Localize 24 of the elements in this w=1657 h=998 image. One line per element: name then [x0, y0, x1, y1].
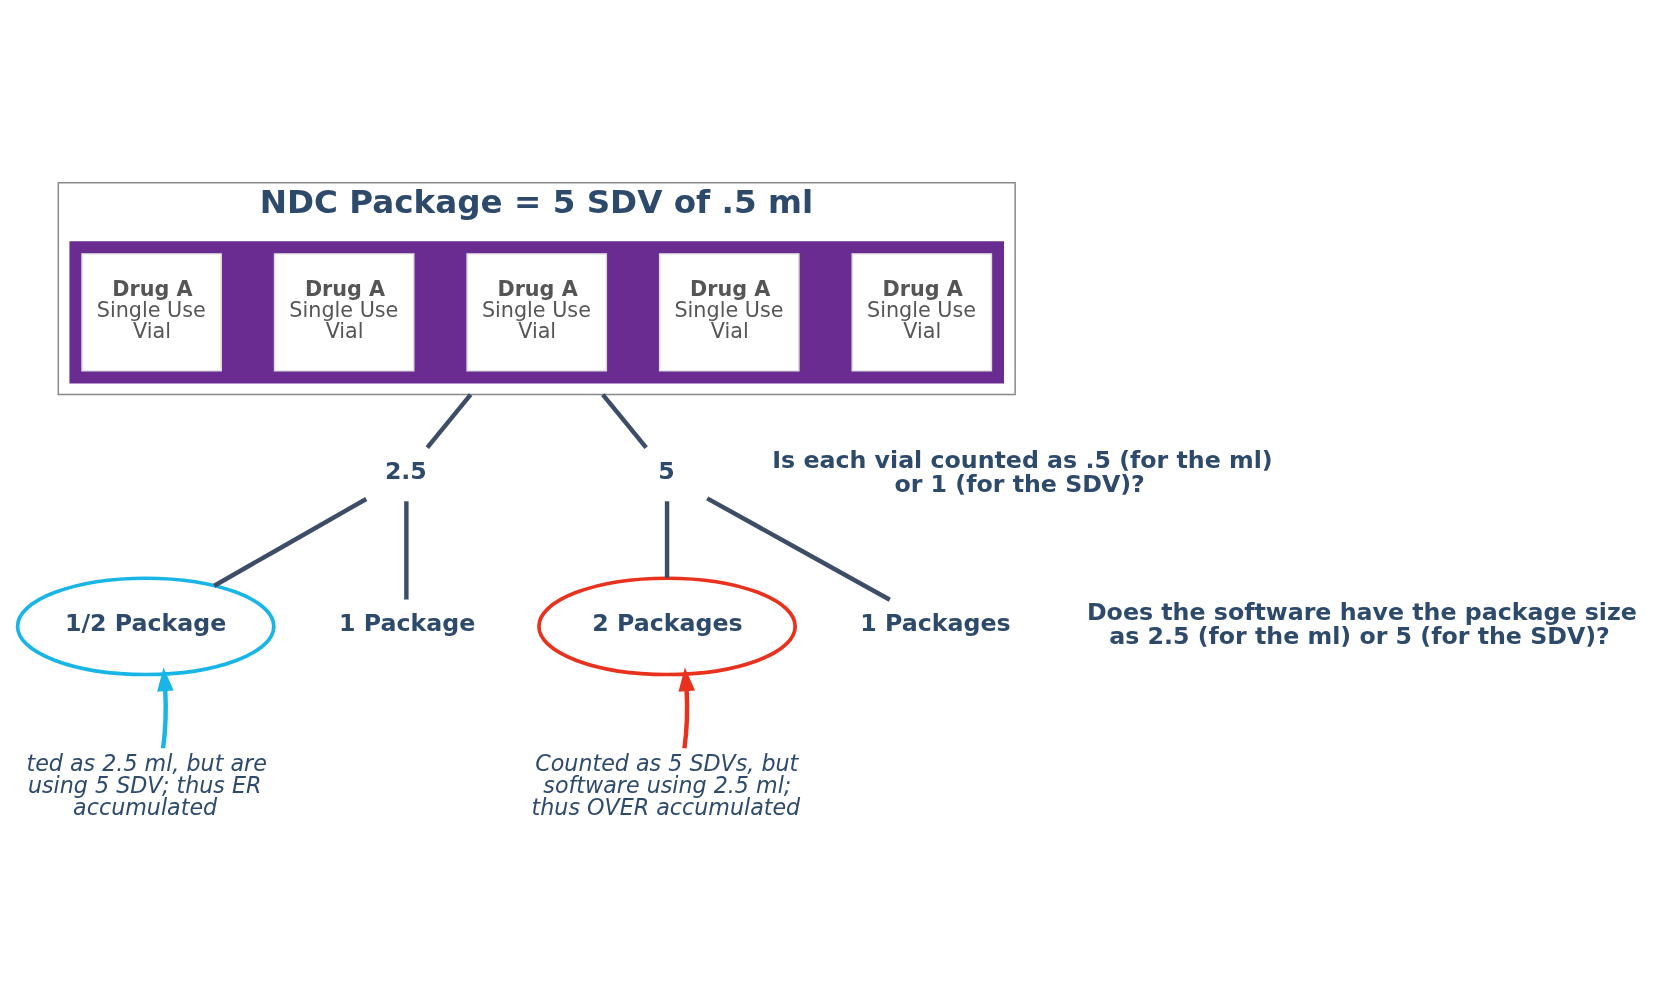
node-ellipse: 1/2 Package — [15, 576, 276, 677]
connector — [706, 496, 891, 602]
arrow — [678, 667, 696, 749]
node-text: 2.5 — [384, 456, 427, 485]
connector — [664, 501, 670, 578]
node-text: ted as 2.5 ml, but are using 5 SDV; thus ER accumulated — [26, 749, 267, 821]
connector — [404, 501, 409, 600]
connector — [213, 497, 368, 588]
connector — [601, 393, 648, 449]
label: Does the software have the package size as 2.5 (for the ml) or 5 (for the SDV)? — [1086, 598, 1637, 650]
node-box: Drug A Single Use Vial — [273, 253, 415, 372]
node-box: Drug A Single Use Vial — [851, 253, 993, 372]
node-text: 1 Packages — [860, 608, 1011, 637]
connector — [425, 393, 473, 449]
node-ellipse: 2 Packages — [537, 576, 797, 677]
node-box: Drug A Single Use Vial — [81, 253, 222, 372]
node-text: 5 — [658, 456, 675, 485]
arrow — [157, 667, 174, 749]
node-text: Counted as 5 SDVs, but software using 2.5 ml; thus OVER accumulated — [531, 749, 801, 821]
node-box: Drug A Single Use Vial — [658, 253, 800, 372]
label: Is each vial counted as .5 (for the ml) or 1 (for the SDV)? — [772, 446, 1273, 499]
cluster — [69, 241, 1004, 384]
node-box: Drug A Single Use Vial — [466, 253, 608, 372]
node-text: 1 Package — [338, 608, 476, 637]
